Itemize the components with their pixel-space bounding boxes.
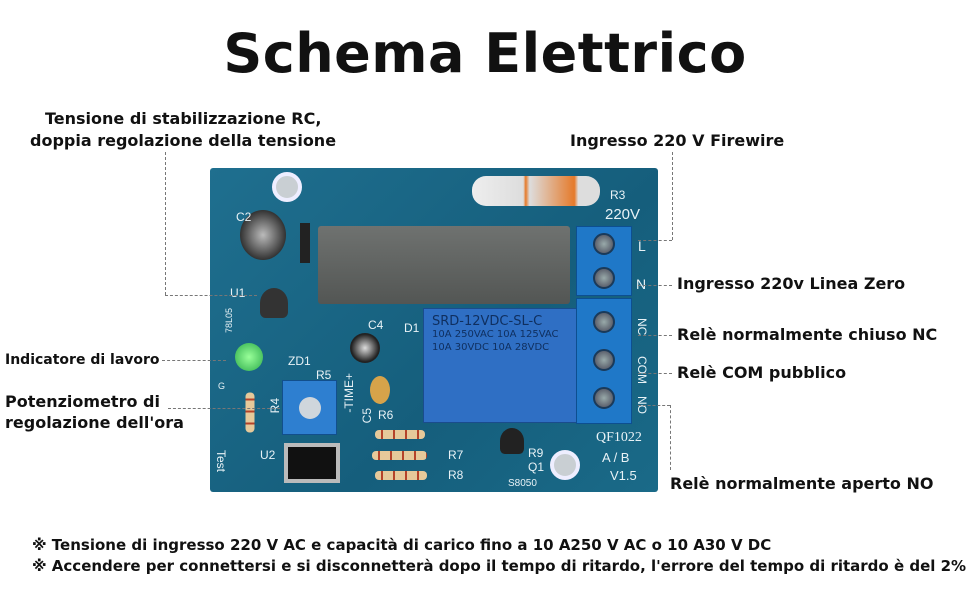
silk-com: COM: [635, 356, 649, 384]
silk-zd1: ZD1: [288, 354, 311, 368]
resistor-r8: [375, 471, 427, 480]
relay-board-image: SRD-12VDC-SL-C 10A 250VAC 10A 125VAC 10A…: [210, 168, 658, 492]
silk-220v: 220V: [605, 206, 641, 223]
label-potentiometer-2: regolazione dell'ora: [5, 413, 184, 432]
silk-r3: R3: [610, 188, 626, 202]
silk-g: G: [218, 381, 226, 391]
silk-r7: R7: [448, 448, 464, 462]
label-rc-stabilization-2: doppia regolazione della tensione: [30, 131, 337, 150]
leader-line: [638, 285, 672, 286]
silk-78l05: 78L05: [224, 308, 234, 334]
diode: [300, 223, 310, 263]
footer-note: ※ Tensione di ingresso 220 V AC e capaci…: [32, 536, 772, 554]
label-line: Tensione di stabilizzazione RC,: [45, 109, 322, 128]
leader-line: [165, 152, 166, 295]
leader-line: [670, 405, 671, 470]
silk-r5: R5: [316, 368, 332, 382]
silk-time: -TIME+: [342, 373, 356, 413]
mounting-hole: [272, 172, 302, 202]
relay-rating: 10A 250VAC 10A 125VAC: [432, 329, 559, 340]
resistor-r6: [375, 430, 425, 439]
capacitor-c2: [240, 210, 286, 260]
leader-line: [168, 408, 280, 409]
footer-notes: ※ Tensione di ingresso 220 V AC e capaci…: [32, 535, 966, 577]
leader-line: [165, 295, 257, 296]
silk-u1: U1: [230, 286, 246, 300]
silk-d1: D1: [404, 321, 420, 335]
leader-line: [638, 335, 672, 336]
resistor-r7: [372, 451, 427, 460]
footer-note: ※ Accendere per connettersi e si disconn…: [32, 557, 967, 575]
silk-l: L: [638, 238, 646, 254]
mounting-hole: [550, 450, 580, 480]
relay-rating: 10A 30VDC 10A 28VDC: [432, 342, 550, 353]
silk-u2: U2: [260, 448, 276, 462]
capacitor-c5: [370, 376, 390, 404]
label-relay-com: Relè COM pubblico: [677, 363, 847, 382]
leader-line: [638, 373, 672, 374]
silk-c2: C2: [236, 210, 252, 224]
resistor-r3: [472, 176, 600, 206]
label-input-zero-line: Ingresso 220v Linea Zero: [677, 274, 906, 293]
silk-r9: R9: [528, 446, 544, 460]
page-title: Schema Elettrico: [223, 22, 747, 85]
silk-ab: A / B: [602, 450, 630, 465]
leader-line: [672, 152, 673, 240]
silk-test: Test: [214, 450, 228, 473]
silk-r8: R8: [448, 468, 464, 482]
silk-nc: NC: [635, 318, 649, 336]
leader-line: [638, 405, 670, 406]
regulator-u1: [260, 288, 288, 318]
silk-c4: C4: [368, 318, 384, 332]
label-potentiometer-1: Potenziometro di: [5, 392, 160, 411]
silk-r4: R4: [268, 398, 282, 414]
leader-line: [638, 240, 672, 241]
label-relay-nc: Relè normalmente chiuso NC: [677, 325, 938, 344]
led-indicator: [235, 343, 263, 371]
terminal-block-relay: [576, 298, 632, 424]
label-rc-stabilization: Tensione di stabilizzazione RC,: [45, 108, 321, 129]
terminal-block-input: [576, 226, 632, 296]
chip-u2: [284, 443, 340, 483]
resistor-test: [245, 392, 255, 433]
potentiometer: [282, 380, 337, 435]
label-work-indicator: Indicatore di lavoro: [5, 352, 160, 368]
silk-n: N: [636, 276, 647, 292]
label-relay-no: Relè normalmente aperto NO: [670, 474, 934, 493]
transformer: [318, 226, 570, 304]
silk-model: QF1022: [596, 430, 642, 445]
silk-version: V1.5: [610, 468, 637, 483]
silk-c5: C5: [360, 408, 374, 424]
relay-model: SRD-12VDC-SL-C: [432, 314, 543, 329]
silk-r6: R6: [378, 408, 394, 422]
relay: SRD-12VDC-SL-C 10A 250VAC 10A 125VAC 10A…: [423, 308, 581, 423]
silk-q1: Q1: [528, 460, 545, 474]
silk-s8050: S8050: [508, 478, 537, 489]
transistor-q1: [500, 428, 524, 454]
capacitor-c4: [350, 333, 380, 363]
leader-line: [162, 360, 226, 361]
label-input-220v: Ingresso 220 V Firewire: [570, 131, 785, 150]
